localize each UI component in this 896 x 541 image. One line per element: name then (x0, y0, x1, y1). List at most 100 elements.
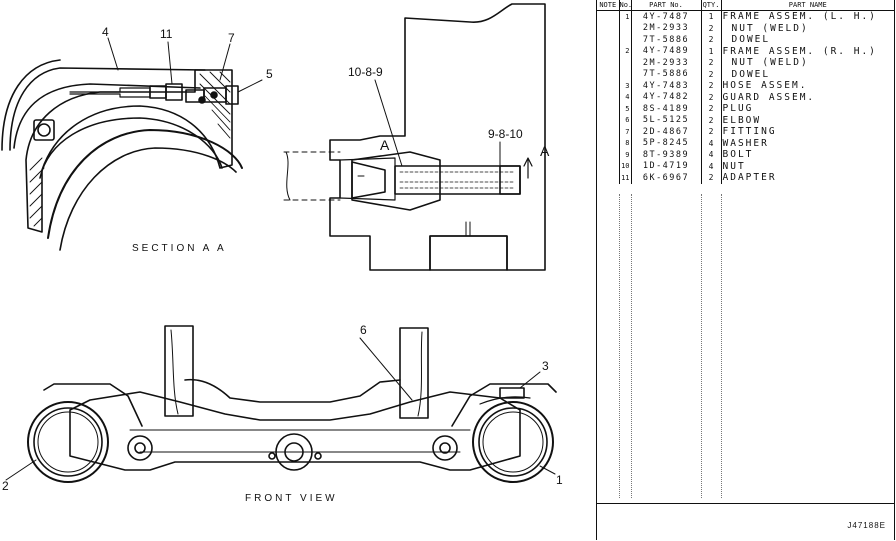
cell-part-name: DOWEL (731, 34, 771, 46)
cell-note (597, 68, 620, 80)
callout-6: 6 (360, 323, 367, 337)
cell-note (597, 137, 620, 149)
cell-no: 6 (619, 114, 632, 126)
cell-note (597, 103, 620, 115)
cell-qty: 2 (701, 172, 722, 184)
cell-no: 8 (619, 137, 632, 149)
cell-no: 3 (619, 80, 632, 92)
cell-part-no: 8T-9389 (631, 149, 702, 161)
cell-note (597, 34, 620, 46)
parts-diagram: 4 11 7 5 10-8-9 9-8-10 A A 6 3 1 2 SECTI… (1, 3, 563, 504)
cell-part-name: FRAME ASSEM. (L. H.) (722, 11, 877, 23)
callout-9-8-10: 9-8-10 (488, 127, 523, 141)
cell-part-name: PLUG (722, 103, 754, 115)
cell-part-no: 6K-6967 (631, 172, 702, 184)
callout-3: 3 (542, 359, 549, 373)
section-marker-a-right: A (540, 143, 550, 159)
cell-note (597, 91, 620, 103)
header-part-no: PART No. (631, 0, 702, 11)
cell-part-no: 2D-4867 (631, 126, 702, 138)
cell-qty: 4 (701, 160, 722, 172)
cell-note (597, 160, 620, 172)
cell-part-no: 2M-2933 (631, 57, 702, 69)
cell-note (597, 80, 620, 92)
cell-qty: 2 (701, 57, 722, 69)
cell-part-name: NUT (722, 160, 746, 172)
callout-10-8-9: 10-8-9 (348, 65, 383, 79)
drawing-reference-number: J47188E (847, 521, 886, 530)
caption-section-a-a: SECTION A A (132, 243, 227, 254)
callout-11: 11 (160, 27, 173, 41)
front-view (5, 325, 557, 483)
cell-qty: 4 (701, 137, 722, 149)
cell-no (619, 57, 632, 69)
header-qty: QTY. (701, 0, 722, 11)
section-marker-a-left: A (380, 137, 390, 153)
cell-no (619, 68, 632, 80)
cell-no: 2 (619, 45, 632, 57)
cell-part-name: NUT (WELD) (731, 57, 809, 69)
cell-part-name: DOWEL (731, 68, 771, 80)
cell-note (597, 57, 620, 69)
cell-part-no: 1D-4719 (631, 160, 702, 172)
table-footer-rule (597, 503, 894, 504)
cell-qty: 2 (701, 34, 722, 46)
cell-part-name: FITTING (722, 126, 777, 138)
cell-part-name: ELBOW (722, 114, 762, 126)
cell-note (597, 45, 620, 57)
header-no: No. (619, 0, 633, 11)
cell-part-no: 4Y-7482 (631, 91, 702, 103)
cell-qty: 2 (701, 91, 722, 103)
cell-qty: 4 (701, 149, 722, 161)
cell-part-no: 4Y-7483 (631, 80, 702, 92)
cell-qty: 2 (701, 126, 722, 138)
cell-no: 10 (619, 160, 632, 172)
cell-part-no: 4Y-7489 (631, 45, 702, 57)
callout-4: 4 (102, 25, 109, 39)
cell-qty: 2 (701, 114, 722, 126)
cell-part-no: 4Y-7487 (631, 10, 702, 23)
cell-qty: 1 (701, 10, 722, 23)
cell-part-name: ADAPTER (722, 172, 777, 184)
cell-no: 7 (619, 126, 632, 138)
table-grid-extension (597, 194, 894, 498)
callout-2: 2 (2, 479, 9, 493)
cell-part-name: BOLT (722, 149, 754, 161)
cell-qty: 2 (701, 68, 722, 80)
cell-part-no: 8S-4189 (631, 103, 702, 115)
cell-no: 5 (619, 103, 632, 115)
cell-part-no: 2M-2933 (631, 22, 702, 34)
callout-1: 1 (556, 473, 563, 487)
cell-qty: 1 (701, 45, 722, 57)
cell-no: 11 (619, 172, 632, 184)
cell-qty: 2 (701, 103, 722, 115)
callout-7: 7 (228, 31, 235, 45)
cell-qty: 2 (701, 80, 722, 92)
caption-front-view: FRONT VIEW (245, 493, 338, 504)
cell-no: 4 (619, 91, 632, 103)
cell-note (597, 172, 620, 184)
cell-part-no: 7T-5886 (631, 34, 702, 46)
detail-view (283, 3, 546, 271)
cell-no: 1 (619, 10, 632, 23)
section-a-a-view (1, 37, 263, 251)
cell-part-name: HOSE ASSEM. (722, 80, 808, 92)
cell-part-no: 5L-5125 (631, 114, 702, 126)
cell-no: 9 (619, 149, 632, 161)
callout-5: 5 (266, 67, 273, 81)
cell-part-name: NUT (WELD) (731, 22, 809, 34)
